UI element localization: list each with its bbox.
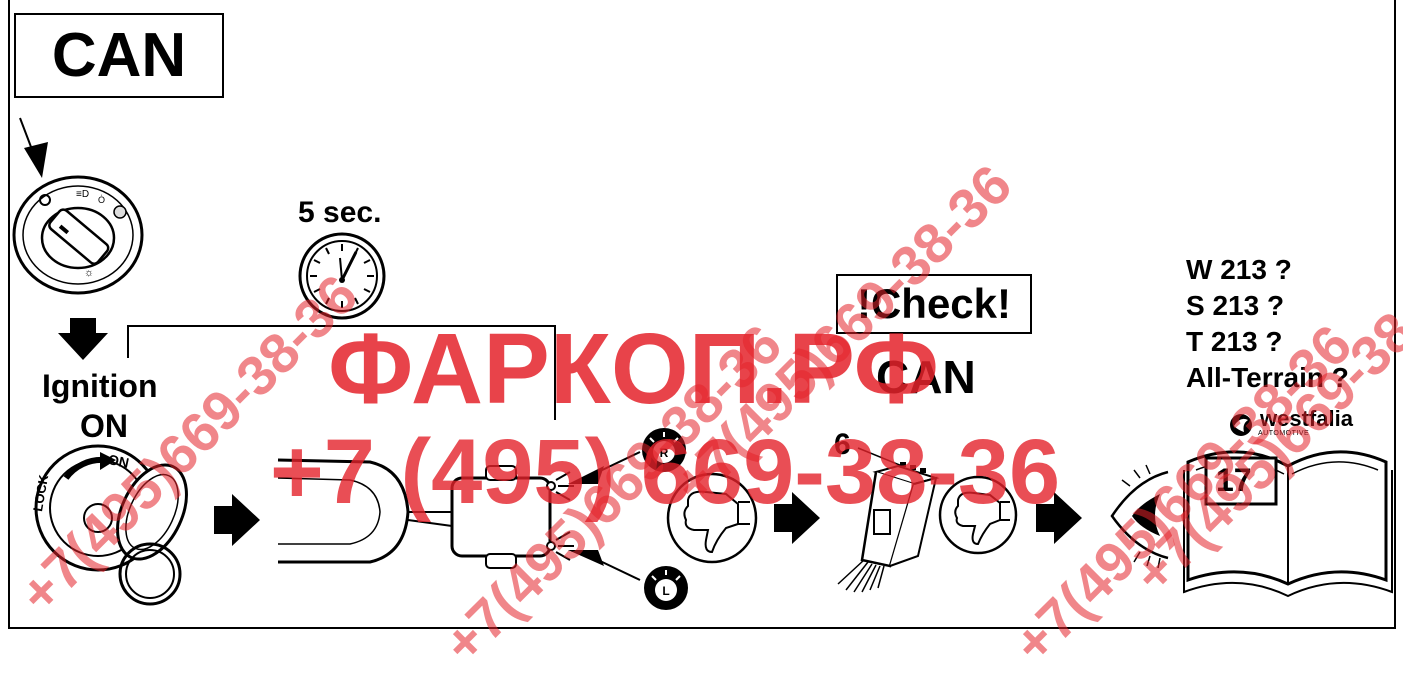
right-arrow-3 bbox=[1036, 492, 1082, 544]
eye-icon bbox=[1112, 465, 1168, 568]
model-item: All-Terrain ? bbox=[1186, 362, 1349, 394]
svg-text:Ȯ: Ȯ bbox=[98, 195, 105, 205]
model-item: T 213 ? bbox=[1186, 326, 1282, 358]
pointer-arrow bbox=[20, 118, 48, 178]
pin-number: 6 bbox=[834, 428, 851, 462]
right-lamp-label: R bbox=[660, 446, 669, 460]
light-switch-icon: ≡D Ȯ ☼ bbox=[14, 177, 142, 293]
vehicle-trailer-icon bbox=[278, 452, 640, 580]
right-arrow-2 bbox=[774, 492, 820, 544]
ignition-lock-icon bbox=[36, 446, 200, 604]
brand-sub: AUTOMOTIVE bbox=[1258, 430, 1309, 437]
svg-text:☼: ☼ bbox=[84, 267, 94, 279]
brand-logo: westfalia AUTOMOTIVE bbox=[1228, 406, 1353, 432]
svg-text:≡D: ≡D bbox=[76, 189, 89, 200]
model-item: S 213 ? bbox=[1186, 290, 1284, 322]
left-lamp-label: L bbox=[662, 584, 669, 598]
ignition-on-label: ON bbox=[80, 408, 128, 445]
timer-bracket bbox=[128, 326, 555, 420]
model-item: W 213 ? bbox=[1186, 254, 1292, 286]
right-arrow-1 bbox=[214, 494, 260, 546]
check-label: !Check! bbox=[836, 274, 1032, 334]
down-arrow bbox=[58, 318, 108, 360]
connector-icon bbox=[838, 448, 936, 592]
thumbs-down-icon-2 bbox=[940, 477, 1016, 553]
clock-icon bbox=[300, 234, 384, 318]
thumbs-down-icon bbox=[668, 474, 756, 562]
manual-page-number: 17 bbox=[1216, 462, 1252, 499]
check-sub-label: CAN bbox=[876, 350, 976, 404]
timer-label: 5 sec. bbox=[298, 196, 381, 230]
brand-name: westfalia bbox=[1260, 406, 1353, 432]
ignition-label: Ignition bbox=[42, 368, 158, 405]
